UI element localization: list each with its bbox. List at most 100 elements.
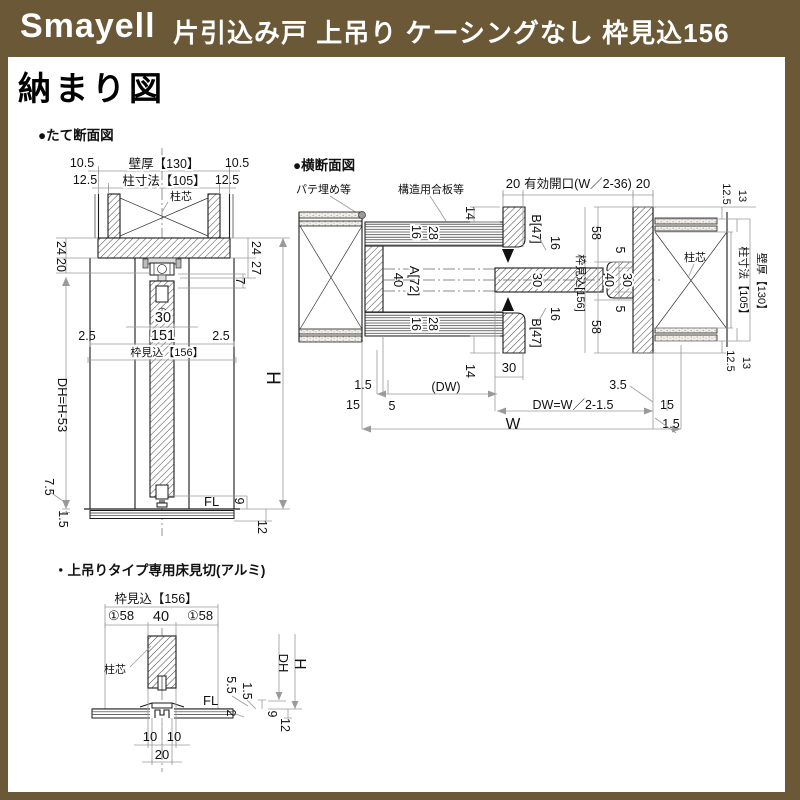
dim-wall-thickness: 壁厚【130】 xyxy=(129,156,200,171)
vertical-section-label: ●たて断面図 xyxy=(38,127,114,143)
dim-mouth-16-top: 16 xyxy=(548,236,562,250)
page-title: 納まり図 xyxy=(18,70,166,107)
floor-level-label-2: FL xyxy=(203,693,218,708)
pocket-end-frame xyxy=(364,245,384,313)
dim-gap-left: 2.5 xyxy=(78,329,95,343)
dim-20: 20 xyxy=(155,747,169,762)
receiving-jamb xyxy=(632,206,654,354)
dim-s15-right: 15 xyxy=(660,398,674,412)
dim-fd-h: H xyxy=(291,658,308,669)
dim-1-5: 1.5 xyxy=(56,510,70,527)
floor-gap xyxy=(150,706,174,719)
dim-gap-right: 2.5 xyxy=(212,329,229,343)
putty-dot xyxy=(358,211,366,219)
dim-b30: 30 xyxy=(502,360,516,375)
dim-20-left-top: 20 xyxy=(506,176,520,191)
floor-divider-channel xyxy=(154,709,170,718)
dim-dw-formula: DW=W／2-1.5 xyxy=(533,398,614,412)
product-title: 片引込み戸 上吊り ケーシングなし 枠見込156 xyxy=(173,18,730,48)
dim-58-left: ①58 xyxy=(108,608,134,623)
dim-24-right: 24 xyxy=(249,241,263,255)
dim-s5: 5 xyxy=(389,399,396,413)
dim-12-floor: 12 xyxy=(278,718,292,732)
dim-40: 40 xyxy=(153,609,169,625)
dim-effective-opening: 有効開口(W／2-36) xyxy=(524,176,632,191)
dim-151: 151 xyxy=(151,328,175,344)
dim-j30: 30 xyxy=(620,273,634,287)
dim-b47-bottom: B[47] xyxy=(529,318,543,347)
dim-58-right: ①58 xyxy=(187,608,213,623)
dim-post-size-plan: 柱寸法【105】 xyxy=(737,246,751,319)
dim-12-5-top: 12.5 xyxy=(720,183,732,204)
dim-14-top: 14 xyxy=(463,206,477,220)
dim-door-30-plan: 30 xyxy=(530,273,545,287)
dim-9: 9 xyxy=(232,498,246,505)
header-bar: Smayell 片引込み戸 上吊り ケーシングなし 枠見込156 xyxy=(0,0,800,57)
dim-2: 2 xyxy=(224,710,238,717)
dim-28-bottom: 28 xyxy=(426,317,440,331)
floor-divider-diagram: ・上吊りタイプ専用床見切(アルミ) 枠見込【156】 ①58 40 ①58 柱芯… xyxy=(54,562,308,772)
dim-w: W xyxy=(506,416,521,433)
dim-h: H xyxy=(262,371,283,385)
dim-5-5: 5.5 xyxy=(224,676,238,693)
dim-g15-right: 1.5 xyxy=(662,417,679,431)
dim-10-right: 10 xyxy=(167,729,181,744)
post-center-label: 柱芯 xyxy=(170,189,192,203)
dim-offset-left: 10.5 xyxy=(70,156,94,170)
dim-frame-depth-plan: 枠見込[156] xyxy=(574,254,588,311)
dim-inset-left: 12.5 xyxy=(73,173,97,187)
dim-j58-top: 58 xyxy=(589,226,603,240)
dim-1-5-floor: 1.5 xyxy=(240,682,254,699)
floor-divider-cap xyxy=(151,702,173,709)
dim-16-top: 16 xyxy=(409,225,423,239)
mouth-block-bottom xyxy=(502,312,526,354)
dim-12: 12 xyxy=(255,520,269,534)
dim-13-top: 13 xyxy=(736,190,748,202)
horizontal-section-label: ●横断面図 xyxy=(293,157,355,173)
dim-20-left: 20 xyxy=(54,258,68,272)
horizontal-section-diagram: ●横断面図 パテ埋め等 構造用合板等 40 A[72] 16 28 16 28 … xyxy=(293,157,769,434)
dim-12-5-bottom: 12.5 xyxy=(724,350,736,371)
dim-g15-left: 1.5 xyxy=(354,378,371,392)
pocket-panel-top xyxy=(364,221,504,247)
vertical-section-diagram: ●たて断面図 10 xyxy=(38,127,290,536)
floor-level-label: FL xyxy=(204,494,219,509)
dim-wall-thickness-plan: 壁厚【130】 xyxy=(755,253,769,315)
dim-j40: 40 xyxy=(602,273,616,287)
floor-divider-label: ・上吊りタイプ専用床見切(アルミ) xyxy=(54,562,265,578)
brand-logo: Smayell xyxy=(20,7,156,45)
dim-b47-top: B[47] xyxy=(529,214,543,243)
dim-7-right: 7 xyxy=(233,278,247,285)
dim-24-left: 24 xyxy=(54,241,68,255)
dim-fd-dh: DH xyxy=(276,654,291,673)
dim-14-bottom: 14 xyxy=(463,364,477,378)
jamb-stopper xyxy=(606,261,634,299)
plywood-label: 構造用合板等 xyxy=(398,182,464,196)
dim-9-floor: 9 xyxy=(265,711,279,718)
dim-offset-right: 10.5 xyxy=(225,156,249,170)
dim-j5-top: 5 xyxy=(613,247,627,254)
dim-g35: 3.5 xyxy=(609,378,626,392)
dim-j58-bottom: 58 xyxy=(589,320,603,334)
dim-10-left: 10 xyxy=(143,729,157,744)
dim-j5-bottom: 5 xyxy=(613,306,627,313)
dim-frame-depth: 枠見込【156】 xyxy=(130,345,203,359)
dim-a72: A[72] xyxy=(407,266,422,296)
dim-13-bottom: 13 xyxy=(740,357,752,369)
mouth-block-top xyxy=(502,206,526,248)
dim-7-5: 7.5 xyxy=(42,478,56,495)
dim-fd-depth: 枠見込【156】 xyxy=(114,592,197,606)
dim-dh-formula: DH=H-53 xyxy=(55,378,70,433)
dim-20-right-top: 20 xyxy=(636,176,650,191)
dim-dw-paren: (DW) xyxy=(431,380,460,394)
dim-mouth-16-bottom: 16 xyxy=(548,307,562,321)
dim-post-size: 柱寸法【105】 xyxy=(122,173,205,188)
dim-door-30: 30 xyxy=(155,310,171,326)
post-center-label-right: 柱芯 xyxy=(684,250,706,264)
putty-label: パテ埋め等 xyxy=(296,182,351,196)
dim-inset-right: 12.5 xyxy=(215,173,239,187)
post-center-label-floor: 柱芯 xyxy=(104,662,126,676)
dim-s15-left: 15 xyxy=(346,398,360,412)
dim-27-right: 27 xyxy=(249,261,263,275)
